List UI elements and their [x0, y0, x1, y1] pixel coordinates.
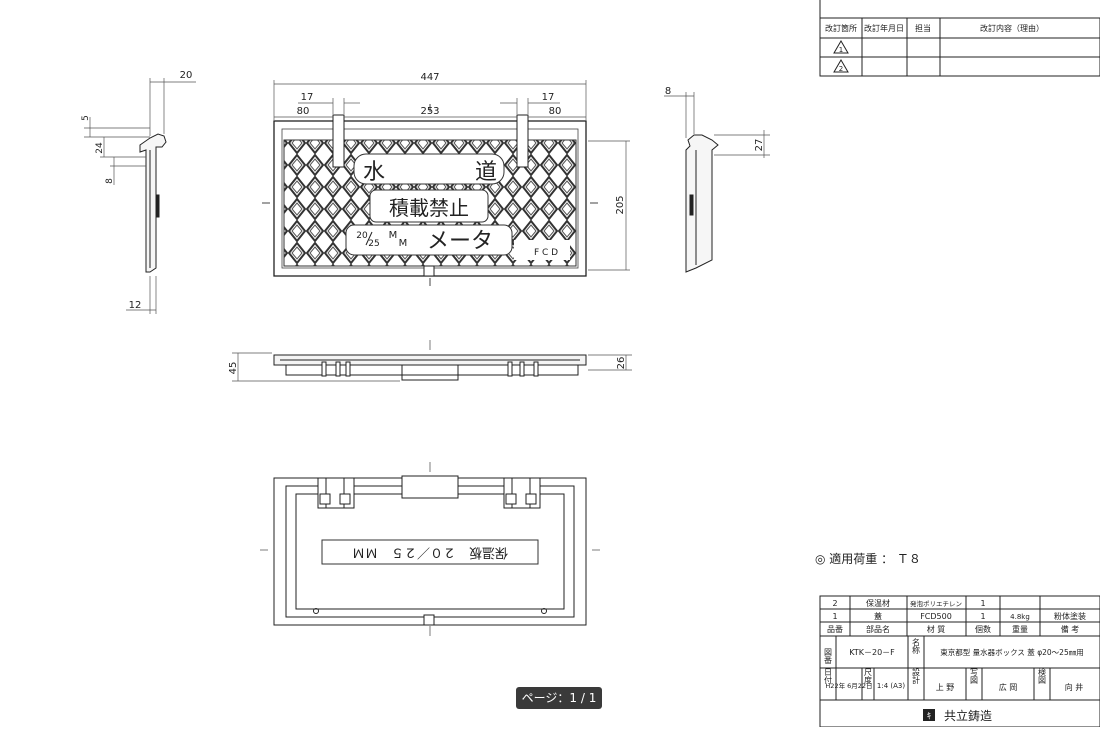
- dim-253: 253: [420, 106, 439, 117]
- company-logo-mark: ｷ: [927, 712, 932, 722]
- checker: 向 井: [1065, 682, 1084, 692]
- part-row-1-name: 蓋: [874, 611, 882, 621]
- part-row-1-qty: 1: [980, 612, 985, 621]
- dim-80-right: 80: [549, 106, 562, 117]
- dim-right-27: 27: [754, 139, 765, 152]
- svg-text:2: 2: [839, 65, 843, 73]
- lid-text-size-top: 20: [356, 231, 368, 241]
- parts-header-qty: 個数: [975, 624, 991, 634]
- page-indicator[interactable]: ページ：1 / 1: [516, 687, 602, 709]
- product-name: 東京都型 量水器ボックス 蓋 φ20～25㎜用: [940, 647, 1083, 657]
- top-view-dimensions: [273, 80, 630, 271]
- date-value: H22年 6月22日: [825, 681, 872, 690]
- dim-right-8: 8: [665, 86, 671, 97]
- rev-header-date: 改訂年月日: [864, 23, 904, 33]
- drawing-no: KTK－20－F: [849, 648, 895, 657]
- lid-text-water-left: 水: [363, 160, 385, 185]
- dim-left-24: 24: [95, 142, 105, 154]
- lid-text-water-right: 道: [475, 160, 497, 185]
- lid-text-no-load: 積載禁止: [389, 196, 469, 220]
- insulation-label: 保温板 ２０／２５ ＭＭ: [352, 545, 508, 560]
- right-side-view: [664, 92, 770, 273]
- rev-header-location: 改訂箇所: [825, 23, 857, 33]
- rev-header-person: 担当: [915, 23, 931, 33]
- front-view: [232, 340, 632, 382]
- rev-mark-2: 2: [833, 59, 849, 73]
- left-side-view: [84, 78, 196, 314]
- svg-text:1: 1: [839, 46, 843, 54]
- part-row-1-weight: 4.8kg: [1010, 613, 1030, 621]
- dim-447: 447: [420, 72, 439, 83]
- name-label: 名称: [912, 637, 921, 655]
- dim-17-right: 17: [542, 92, 555, 103]
- dim-left-20: 20: [180, 70, 193, 81]
- drafter: 広 岡: [999, 682, 1018, 692]
- title-block: [819, 595, 1100, 728]
- parts-header-no: 品番: [827, 624, 843, 634]
- dim-front-26: 26: [616, 357, 627, 370]
- top-view: [262, 104, 598, 286]
- parts-header-name: 部品名: [866, 624, 890, 634]
- checker-label: 検図: [1038, 667, 1047, 685]
- dim-left-12: 12: [129, 300, 142, 311]
- lid-text-fcd: F C D: [534, 248, 558, 258]
- dim-17-left: 17: [301, 92, 314, 103]
- part-row-2-qty: 1: [980, 599, 985, 608]
- dim-front-45: 45: [228, 362, 239, 375]
- lid-text-size-bottom: 25: [368, 239, 379, 249]
- load-note: ◎ 適用荷重 ： Ｔ８: [815, 551, 921, 566]
- dim-205: 205: [615, 195, 626, 214]
- dim-80-left: 80: [297, 106, 310, 117]
- parts-header-note: 備 考: [1061, 624, 1080, 634]
- lid-text-size-slash: [365, 231, 373, 246]
- dim-left-5: 5: [81, 115, 91, 121]
- revision-table: [819, 0, 1100, 77]
- part-row-2-material: 発泡ポリエチレン: [910, 599, 962, 608]
- drafter-label: 写図: [970, 668, 979, 685]
- lid-text-mm-top: M: [389, 230, 398, 241]
- rev-mark-1: 1: [833, 40, 849, 54]
- drawing-no-label: 図番: [824, 648, 833, 665]
- designer: 上 野: [936, 683, 955, 692]
- date-label: 日付: [824, 668, 833, 685]
- bottom-view: [260, 462, 600, 636]
- part-row-1-material: FCD500: [920, 612, 952, 621]
- parts-header-material: 材 質: [927, 624, 946, 634]
- design-label: 設計: [912, 667, 921, 685]
- scale-value: 1:4 (A3): [877, 682, 905, 690]
- lid-text-mm-bottom: M: [399, 238, 408, 249]
- company-name: 共立鋳造: [944, 708, 992, 723]
- lid-text-meter: メータ: [427, 229, 493, 254]
- part-row-2-no: 2: [832, 599, 837, 608]
- scale-label: 尺度: [864, 668, 873, 685]
- part-row-1-no: 1: [832, 612, 837, 621]
- company-logo: [923, 709, 935, 721]
- parts-header-weight: 重量: [1012, 624, 1028, 634]
- part-row-1-note: 粉体塗装: [1054, 611, 1086, 621]
- dim-left-8: 8: [105, 178, 115, 184]
- rev-header-content: 改訂内容（理由）: [980, 23, 1044, 33]
- part-row-2-name: 保温材: [866, 598, 890, 608]
